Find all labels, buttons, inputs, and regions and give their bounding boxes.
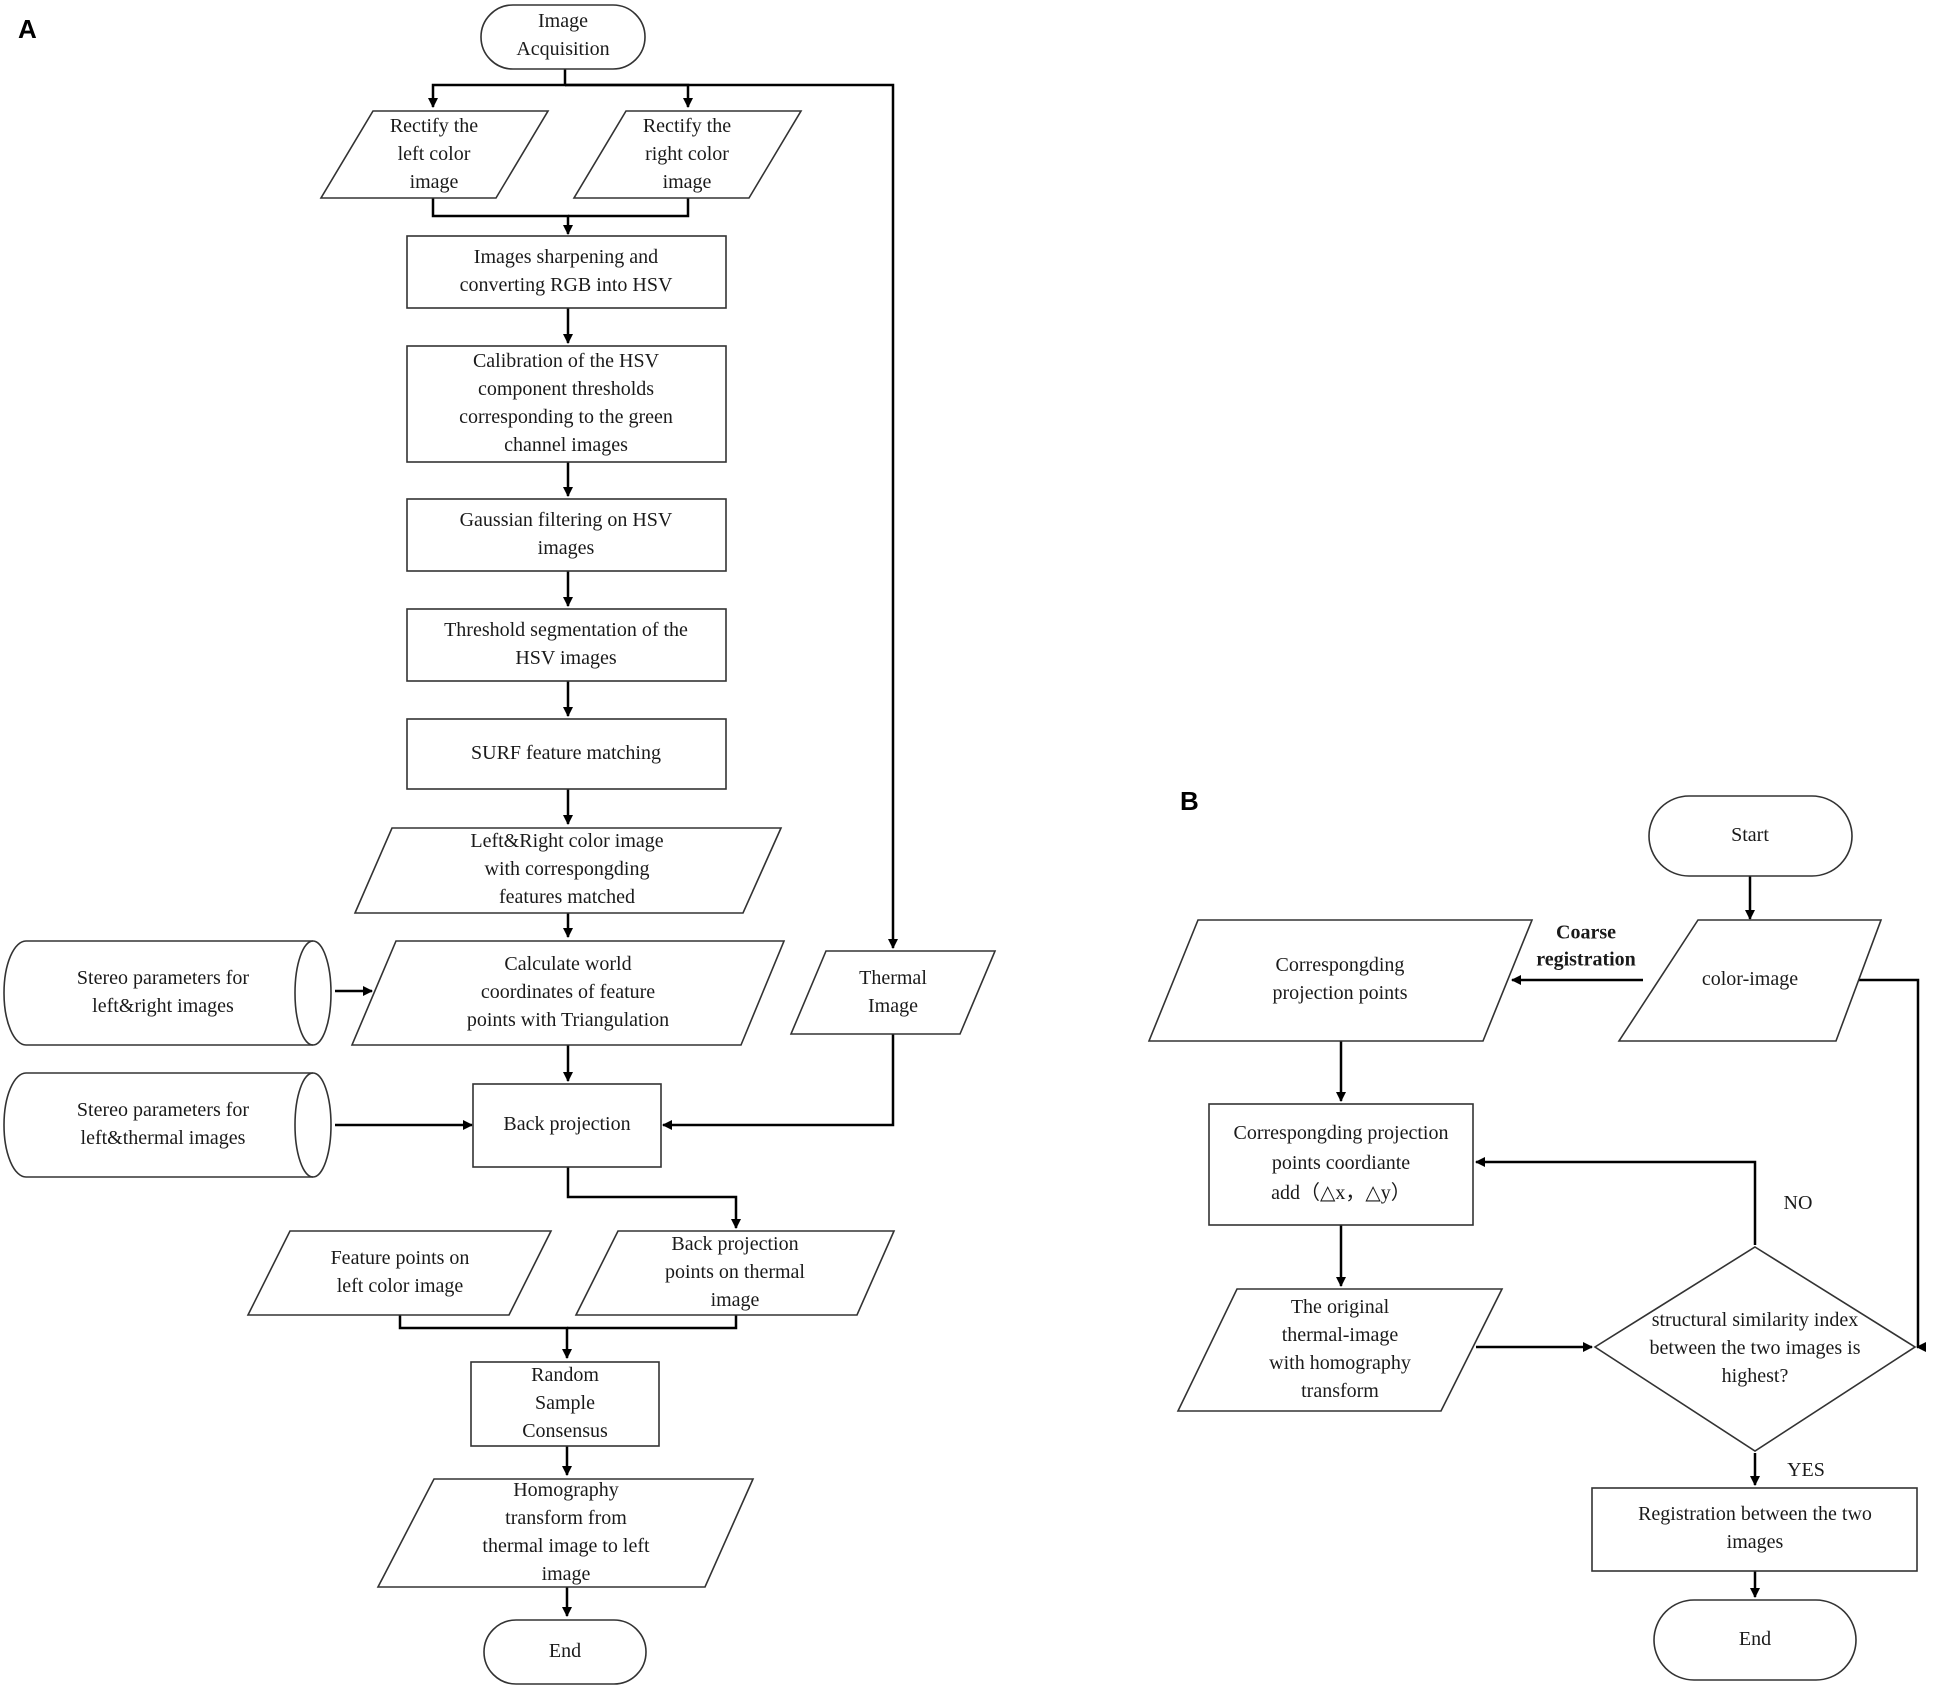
edge-right-merge [568,196,690,218]
back-projection-label: Back projection [503,1113,630,1135]
edge-features-to-ransac [398,1313,572,1359]
start-node: Start [1648,795,1853,877]
edge-points-merge [567,1313,738,1330]
back-projection-node: Back projection [472,1083,662,1168]
edge-acq-to-thermal [565,83,898,949]
edge-left-to-sharpen [431,196,573,235]
edge-thermal-to-backproj [662,1032,895,1130]
end-b-label: End [1739,1628,1771,1650]
surf-node: SURF feature matching [406,718,727,790]
no-label: NO [1784,1192,1813,1214]
edge-acq-to-left [428,56,567,108]
edge-backproj-to-points [566,1166,741,1229]
end-a-label: End [549,1640,581,1662]
end-a-node: End [483,1619,647,1685]
start-label: Start [1731,824,1769,846]
panel-a-connectors [335,56,898,1617]
yes-label: YES [1787,1459,1825,1481]
edge-decision-no [1475,1157,1757,1245]
edge-acq-to-right [565,83,693,108]
panel-b-label: B [1180,786,1199,816]
panel-a-label: A [18,14,37,44]
color-image-label: color-image [1702,968,1798,990]
edge-color-right [1852,978,1920,1347]
surf-label: SURF feature matching [471,742,661,764]
color-image-node: color-image [1617,919,1883,1042]
end-b-node: End [1653,1599,1857,1681]
panel-b-connectors [1336,876,1926,1598]
